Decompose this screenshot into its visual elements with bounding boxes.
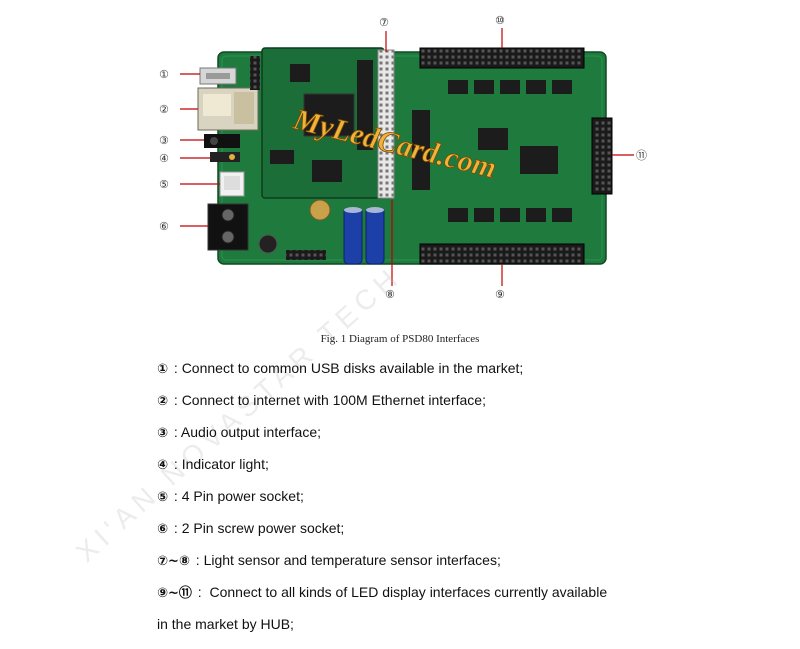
note-marker: ⑥ xyxy=(157,522,169,537)
callout-1: ① xyxy=(159,68,169,81)
note-text: Indicator light; xyxy=(181,456,269,472)
note-marker: ⑦~⑧ xyxy=(157,554,190,569)
right-pin-header xyxy=(591,117,613,195)
board-diagram: MyLedCard.com ① ② ③ ④ ⑤ ⑥ ⑦ ⑧ ⑨ ⑩ ⑪ xyxy=(159,14,647,301)
inductor xyxy=(258,234,278,254)
audio-jack xyxy=(204,134,240,148)
note-separator: : xyxy=(193,584,210,600)
four-pin-socket xyxy=(219,171,245,197)
note-item: ③ : Audio output interface; xyxy=(157,419,777,451)
usb-port xyxy=(199,67,237,85)
note-continuation: in the market by HUB; xyxy=(157,616,294,632)
callout-labels: ① ② ③ ④ ⑤ ⑥ ⑦ ⑧ ⑨ ⑩ ⑪ xyxy=(159,14,647,301)
note-separator: : xyxy=(170,360,182,376)
core-board xyxy=(261,47,385,199)
callout-11: ⑪ xyxy=(636,149,647,162)
figure-caption: Fig. 1 Diagram of PSD80 Interfaces xyxy=(320,333,480,345)
small-header-left xyxy=(250,56,260,90)
callout-2: ② xyxy=(159,103,169,116)
note-item: ⑦~⑧ : Light sensor and temperature senso… xyxy=(157,547,777,579)
bottom-pin-header xyxy=(419,243,585,265)
note-marker: ① xyxy=(157,362,169,377)
capacitors xyxy=(343,207,385,265)
note-separator: : xyxy=(170,392,182,408)
note-text: 4 Pin power socket; xyxy=(181,488,304,504)
small-header-bottom xyxy=(286,250,326,260)
note-text: Connect to common USB disks available in… xyxy=(181,360,524,376)
callout-8: ⑧ xyxy=(385,288,395,301)
note-separator: : xyxy=(170,456,182,472)
note-item: ⑤ : 4 Pin power socket; xyxy=(157,483,777,515)
note-text: Audio output interface; xyxy=(180,424,322,440)
note-marker: ⑨~⑪ xyxy=(157,586,192,601)
coin-battery xyxy=(309,199,331,221)
note-separator: : xyxy=(170,520,182,536)
note-item: ② : Connect to internet with 100M Ethern… xyxy=(157,387,777,419)
callout-9: ⑨ xyxy=(495,288,505,301)
note-separator: : xyxy=(170,488,182,504)
callout-3: ③ xyxy=(159,134,169,147)
note-item: ① : Connect to common USB disks availabl… xyxy=(157,355,777,387)
note-marker: ③ xyxy=(157,426,169,441)
note-item: ④ : Indicator light; xyxy=(157,451,777,483)
note-text: Connect to all kinds of LED display inte… xyxy=(209,584,608,600)
note-item: ⑥ : 2 Pin screw power socket; xyxy=(157,515,777,547)
carrier-chips xyxy=(412,80,572,222)
note-marker: ② xyxy=(157,394,169,409)
top-pin-header xyxy=(419,47,585,69)
callout-10: ⑩ xyxy=(495,14,505,27)
interface-notes: ① : Connect to common USB disks availabl… xyxy=(157,355,777,643)
note-item: ⑨~⑪ : Connect to all kinds of LED displa… xyxy=(157,579,777,611)
callout-4: ④ xyxy=(159,152,169,165)
note-text: Light sensor and temperature sensor inte… xyxy=(203,552,501,568)
ethernet-port xyxy=(197,87,259,131)
note-text: 2 Pin screw power socket; xyxy=(181,520,345,536)
callout-6: ⑥ xyxy=(159,220,169,233)
note-marker: ⑤ xyxy=(157,490,169,505)
callout-5: ⑤ xyxy=(159,178,169,191)
indicator-light xyxy=(210,152,240,162)
note-separator: : xyxy=(170,424,181,440)
screw-terminal xyxy=(207,203,249,251)
note-marker: ④ xyxy=(157,458,169,473)
callout-lines xyxy=(180,28,634,286)
callout-7: ⑦ xyxy=(379,16,389,29)
note-separator: : xyxy=(191,552,204,568)
note-text: Connect to internet with 100M Ethernet i… xyxy=(181,392,486,408)
